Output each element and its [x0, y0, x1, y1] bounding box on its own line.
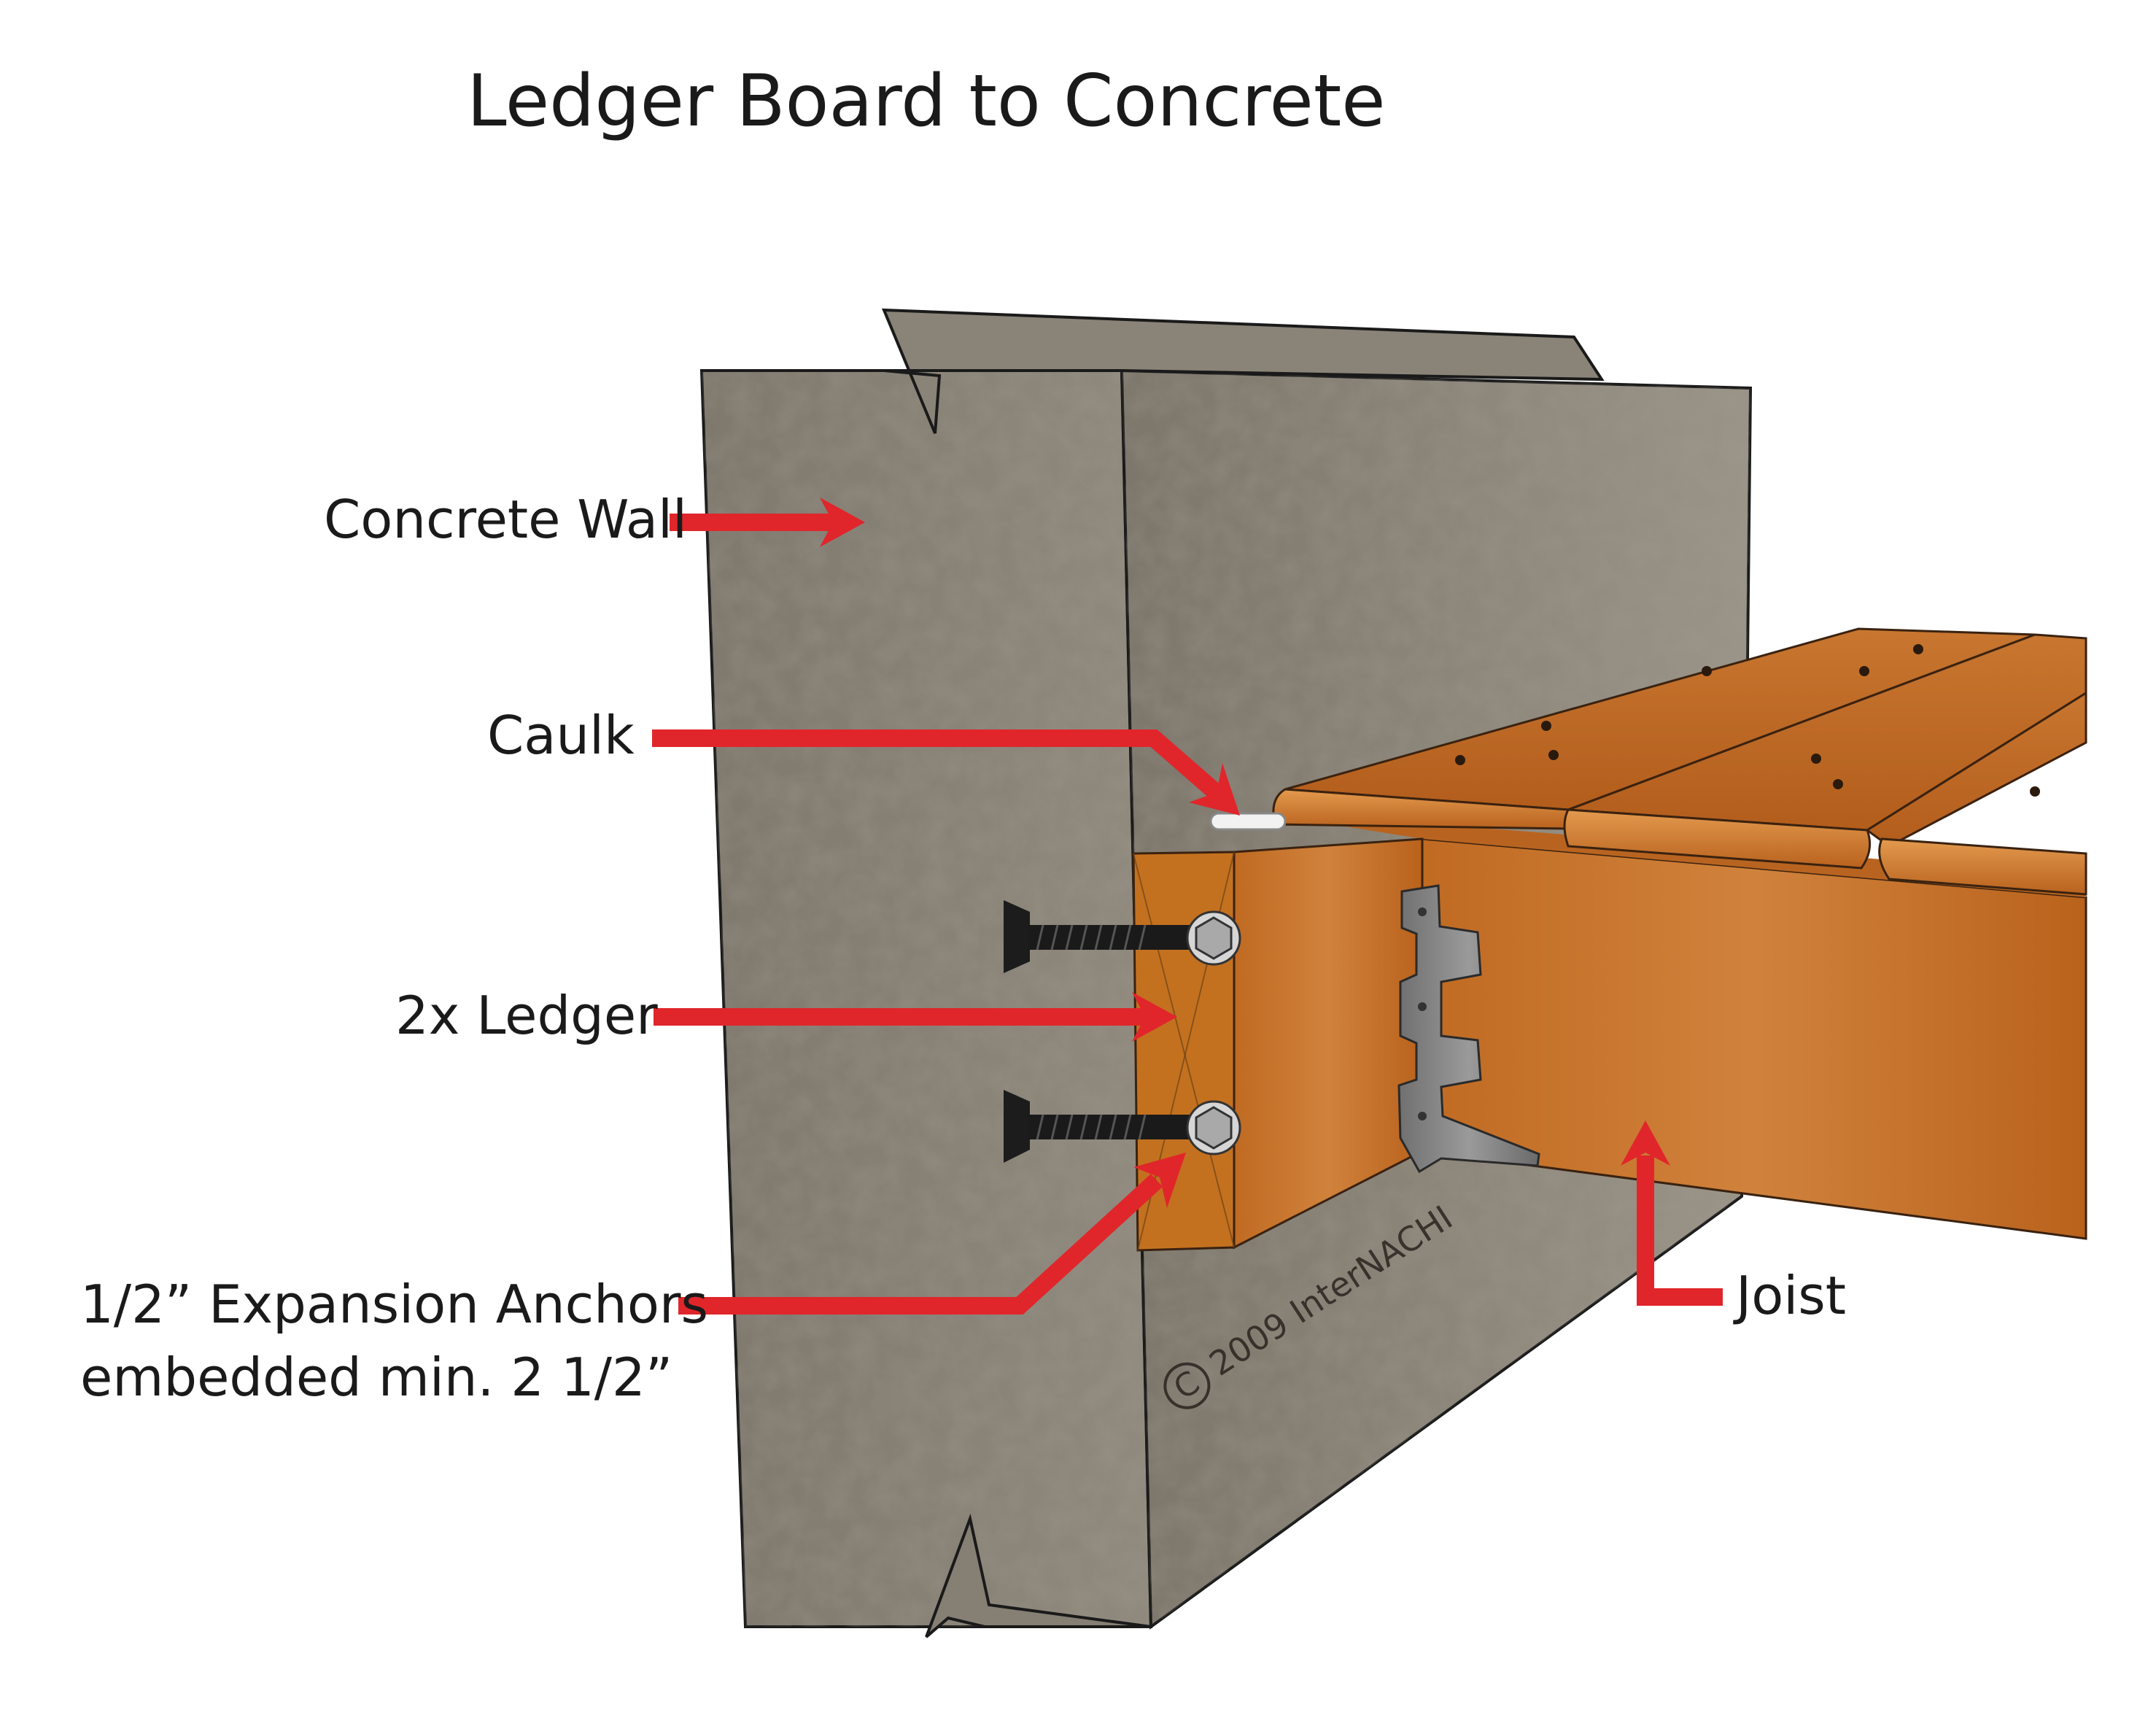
expansion-anchor-lower: [1004, 1090, 1241, 1163]
wall-break-top: [702, 308, 1605, 434]
arrow-caulk: [652, 729, 1240, 816]
joist-hanger: [1397, 884, 1540, 1174]
label-caulk: Caulk: [487, 705, 635, 766]
label-joist: Joist: [1736, 1265, 1847, 1326]
expansion-anchor-upper: [1004, 900, 1241, 973]
caulk-bead: [1209, 812, 1287, 831]
label-concrete-wall: Concrete Wall: [324, 489, 687, 550]
deck-board-2-edge: [1563, 808, 1872, 870]
label-anchors-line1: 1/2” Expansion Anchors: [80, 1274, 708, 1335]
deck-boards: [1272, 627, 2087, 896]
deck-board-3-edge: [1878, 837, 2087, 896]
arrow-ledger: [654, 992, 1177, 1042]
label-ledger: 2x Ledger: [395, 985, 658, 1046]
arrow-joist: [1621, 1120, 1723, 1306]
leader-arrows: [652, 498, 1723, 1315]
diagram-title: Ledger Board to Concrete: [467, 60, 1386, 143]
wall-break-bottom: [925, 1513, 1152, 1638]
label-anchors-line2: embedded min. 2 1/2”: [80, 1347, 673, 1408]
arrow-expansion-anchors: [678, 1153, 1186, 1315]
arrow-concrete-wall: [670, 498, 865, 547]
